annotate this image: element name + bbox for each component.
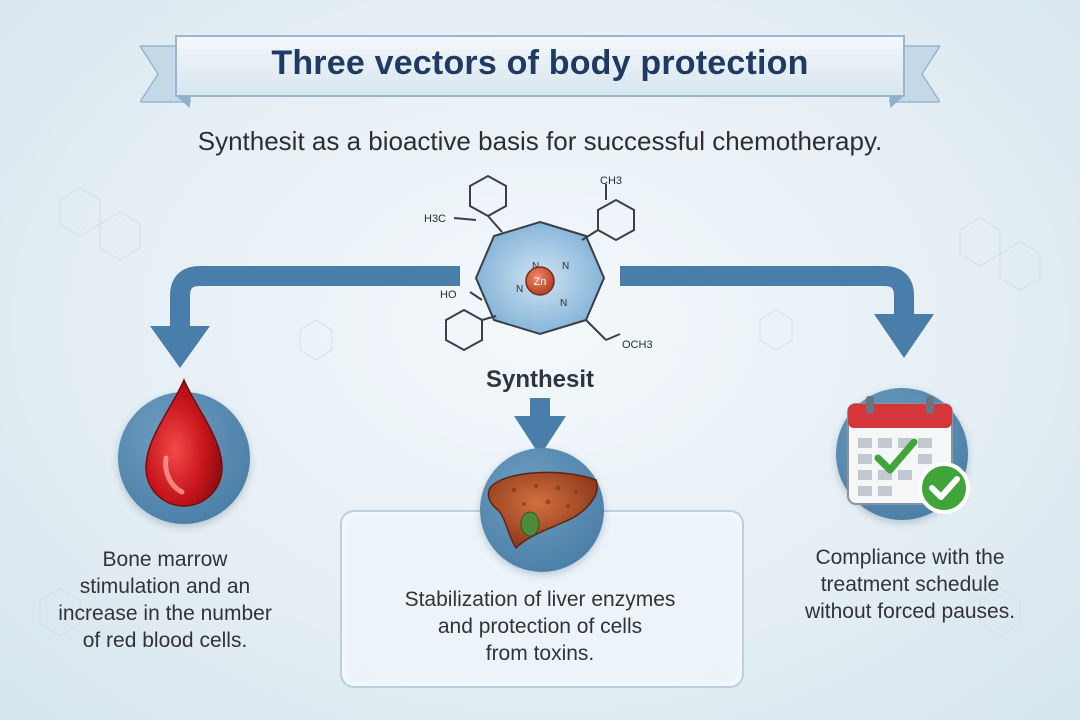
center-arrowhead	[514, 416, 566, 456]
caption-blood: Bone marrow stimulation and an increase …	[58, 548, 272, 652]
synthesit-molecule-icon: N N N N Zn CH3 H3C HO OCH3	[424, 174, 653, 352]
svg-text:HO: HO	[440, 289, 457, 301]
caption-schedule: Compliance with the treatment schedule w…	[804, 546, 1016, 623]
caption-liver: Stabilization of liver enzymes and prote…	[404, 588, 676, 665]
liver-icon	[487, 471, 598, 550]
svg-text:N: N	[516, 284, 523, 295]
zinc-label: Zn	[534, 276, 547, 288]
svg-text:N: N	[562, 261, 569, 272]
svg-text:N: N	[532, 261, 539, 272]
page-subtitle: Synthesit as a bioactive basis for succe…	[197, 126, 883, 156]
svg-text:OCH3: OCH3	[622, 339, 653, 351]
right-arrow-shaft	[620, 266, 914, 318]
left-arrowhead	[150, 326, 210, 368]
molecule-label: Synthesit	[485, 366, 595, 393]
left-arrow-shaft	[170, 266, 460, 330]
calendar-check-icon	[847, 396, 970, 514]
title-ribbon	[140, 35, 940, 108]
right-arrowhead	[874, 314, 934, 358]
svg-text:CH3: CH3	[600, 175, 622, 187]
svg-text:H3C: H3C	[424, 213, 446, 225]
blood-drop-icon	[145, 378, 223, 507]
page-title: Three vectors of body protection	[271, 44, 809, 82]
svg-text:N: N	[560, 298, 567, 309]
